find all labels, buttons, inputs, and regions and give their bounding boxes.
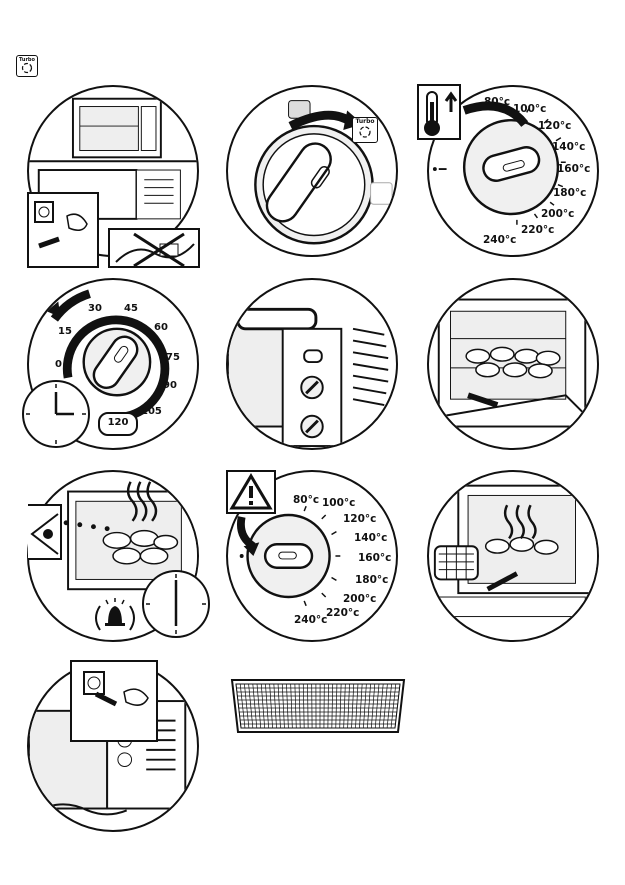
timer-label-120: 120	[100, 414, 136, 432]
temp3-label-200: 200°c	[541, 208, 574, 220]
wall-socket-icon-2	[70, 660, 158, 742]
step5-control-panel	[226, 278, 398, 450]
temp8-label-100: 100°c	[322, 497, 355, 509]
temp8-label-160: 160°c	[358, 552, 391, 564]
thermometer-icon	[417, 84, 461, 140]
eye-icon	[28, 504, 62, 560]
step9-remove-food	[427, 470, 599, 642]
temp8-label-200: 200°c	[343, 593, 376, 605]
timer-label-30: 30	[88, 303, 102, 314]
wire-rack-icon	[222, 670, 414, 742]
temp8-label-120: 120°c	[343, 513, 376, 525]
temp3-label-100: 100°c	[513, 103, 546, 115]
temp3-label-80: 80°c	[484, 96, 510, 108]
temp3-label-240: 240°c	[483, 234, 516, 246]
timer-label-15: 15	[58, 326, 72, 337]
turbo-setting-icon: Turbo	[352, 117, 378, 143]
temp8-label-220: 220°c	[326, 607, 359, 619]
clock-icon-2	[142, 570, 210, 638]
wall-socket-icon	[27, 192, 99, 268]
step6-insert-food	[427, 278, 599, 450]
timer-label-90: 90	[163, 380, 177, 391]
temp3-label-220: 220°c	[521, 224, 554, 236]
temp3-label-180: 180°c	[553, 187, 586, 199]
timer-label-0: 0	[55, 359, 62, 370]
temp3-label-140: 140°c	[552, 141, 585, 153]
temp3-label-160: 160°c	[557, 163, 590, 175]
temp8-label-80: 80°c	[293, 494, 319, 506]
plug-icon	[108, 228, 200, 268]
temp3-label-120: 120°c	[538, 120, 571, 132]
temp8-label-140: 140°c	[354, 532, 387, 544]
clock-icon	[22, 380, 90, 448]
bell-icon	[90, 596, 140, 636]
warning-triangle-icon	[226, 470, 276, 514]
timer-label-75: 75	[166, 352, 180, 363]
timer-label-105: 105	[141, 406, 162, 417]
timer-end-label-box: 120	[98, 412, 138, 436]
step2-turbo-knob: Turbo	[226, 85, 398, 257]
timer-label-45: 45	[124, 303, 138, 314]
temp8-label-180: 180°c	[355, 574, 388, 586]
timer-label-60: 60	[154, 322, 168, 333]
temp8-label-240: 240°c	[294, 614, 327, 626]
turbo-fan-icon: Turbo	[16, 55, 38, 77]
